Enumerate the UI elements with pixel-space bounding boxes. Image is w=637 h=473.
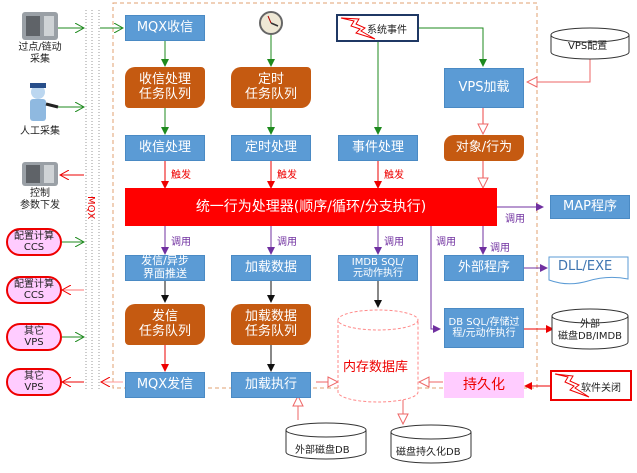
call-label: 调用 bbox=[436, 237, 456, 248]
source-label-line: 过点/链动 bbox=[18, 42, 62, 53]
pill-line: 配置计算 bbox=[14, 279, 54, 290]
disk-persist-db-cylinder bbox=[390, 424, 472, 464]
call-label: 调用 bbox=[384, 237, 404, 248]
external-disk-db-label: 外部磁盘DB bbox=[295, 445, 350, 456]
trigger-label: 触发 bbox=[171, 170, 191, 181]
db-label-line: 磁盘DB/IMDB bbox=[557, 331, 623, 342]
dll-exe-label[interactable]: DLL/EXE bbox=[558, 259, 613, 274]
pill-line: 配置计算 bbox=[14, 231, 54, 242]
pill-line: 其它 bbox=[24, 326, 44, 337]
imdb-sql-exec[interactable]: IMDB SQL/元动作执行 bbox=[338, 255, 418, 281]
node-line: 发信/异步 bbox=[141, 254, 189, 268]
police-icon bbox=[30, 83, 59, 121]
vps-load[interactable]: VPS加载 bbox=[444, 68, 524, 108]
pill-line: VPS bbox=[24, 382, 44, 393]
timer-task-queue[interactable]: 定时任务队列 bbox=[231, 67, 311, 108]
db-sql-exec[interactable]: DB SQL/存储过程/元动作执行 bbox=[444, 308, 524, 348]
mqx-receive[interactable]: MQX收信 bbox=[125, 15, 205, 41]
queue-line: 加载数据 bbox=[244, 308, 297, 324]
source-label-line: 控制 bbox=[30, 188, 50, 199]
lightning-icon bbox=[554, 373, 590, 398]
source-control-label: 控制 参数下发 bbox=[4, 188, 76, 212]
trigger-label: 触发 bbox=[277, 170, 297, 181]
pill-line: VPS bbox=[24, 337, 44, 348]
device-icon bbox=[22, 162, 58, 186]
trigger-label: 触发 bbox=[384, 170, 404, 181]
load-data-task-queue[interactable]: 加载数据任务队列 bbox=[231, 304, 311, 345]
source-checkpoint-label: 过点/链动 采集 bbox=[4, 42, 76, 66]
call-label: 调用 bbox=[171, 237, 191, 248]
send-task-queue[interactable]: 发信任务队列 bbox=[125, 304, 205, 345]
unified-behavior-processor[interactable]: 统一行为处理器(顺序/循环/分支执行) bbox=[125, 188, 497, 226]
pill-line: CCS bbox=[23, 290, 45, 301]
node-line: 元动作执行 bbox=[352, 268, 403, 279]
queue-line: 任务队列 bbox=[244, 86, 297, 102]
queue-line: 任务队列 bbox=[138, 323, 191, 339]
mqx-bus-label: MQX bbox=[85, 196, 96, 220]
load-exec[interactable]: 加载执行 bbox=[231, 372, 311, 398]
node-line: 程/元动作执行 bbox=[452, 328, 516, 339]
persist[interactable]: 持久化 bbox=[444, 372, 524, 398]
load-data[interactable]: 加载数据 bbox=[231, 255, 311, 281]
external-db-cylinder bbox=[551, 308, 629, 350]
system-event-label[interactable]: 系统事件 bbox=[367, 25, 407, 36]
software-close-label[interactable]: 软件关闭 bbox=[581, 383, 621, 394]
db-label-line: 外部 bbox=[580, 319, 600, 330]
queue-line: 发信 bbox=[151, 308, 178, 324]
vps-config-cylinder bbox=[550, 27, 630, 60]
source-label-line: 参数下发 bbox=[20, 200, 60, 211]
disk-persist-db-label: 磁盘持久化DB bbox=[396, 447, 461, 458]
system-boundary bbox=[112, 2, 538, 389]
timer-process[interactable]: 定时处理 bbox=[231, 135, 311, 161]
node-line: IMDB SQL/ bbox=[351, 256, 405, 268]
node-line: DB SQL/存储过 bbox=[448, 316, 520, 328]
map-program[interactable]: MAP程序 bbox=[550, 195, 630, 219]
clock-icon bbox=[259, 11, 283, 35]
pill-line: CCS bbox=[23, 242, 45, 253]
receive-task-queue[interactable]: 收信处理任务队列 bbox=[125, 67, 205, 108]
external-db-label[interactable]: 外部 磁盘DB/IMDB bbox=[552, 319, 628, 343]
send-async-push[interactable]: 发信/异步界面推送 bbox=[125, 255, 205, 281]
pill-line: 其它 bbox=[24, 371, 44, 382]
source-label-line: 人工采集 bbox=[20, 126, 60, 137]
device-icon bbox=[22, 12, 58, 40]
memory-db-cylinder bbox=[337, 309, 419, 403]
receive-process[interactable]: 收信处理 bbox=[125, 135, 205, 161]
call-label: 调用 bbox=[277, 237, 297, 248]
queue-line: 定时 bbox=[257, 71, 284, 87]
memory-db-label[interactable]: 内存数据库 bbox=[343, 360, 409, 375]
source-manual-label: 人工采集 bbox=[4, 126, 76, 138]
event-process[interactable]: 事件处理 bbox=[338, 135, 418, 161]
object-behavior-queue[interactable]: 对象/行为 bbox=[444, 135, 524, 161]
external-program[interactable]: 外部程序 bbox=[444, 255, 524, 281]
queue-line: 收信处理 bbox=[138, 71, 191, 87]
source-label-line: 采集 bbox=[30, 54, 50, 65]
dll-exe-shape bbox=[548, 256, 629, 285]
vps-config-label: VPS配置 bbox=[568, 41, 608, 52]
software-close-box bbox=[550, 370, 632, 401]
lightning-icon bbox=[340, 17, 376, 40]
call-label: 调用 bbox=[505, 214, 525, 225]
queue-line: 任务队列 bbox=[138, 86, 191, 102]
mqx-send[interactable]: MQX发信 bbox=[125, 372, 205, 398]
queue-line: 任务队列 bbox=[244, 323, 297, 339]
call-label: 调用 bbox=[490, 243, 510, 254]
node-line: 界面推送 bbox=[143, 267, 187, 280]
external-disk-db-cylinder bbox=[285, 422, 367, 460]
